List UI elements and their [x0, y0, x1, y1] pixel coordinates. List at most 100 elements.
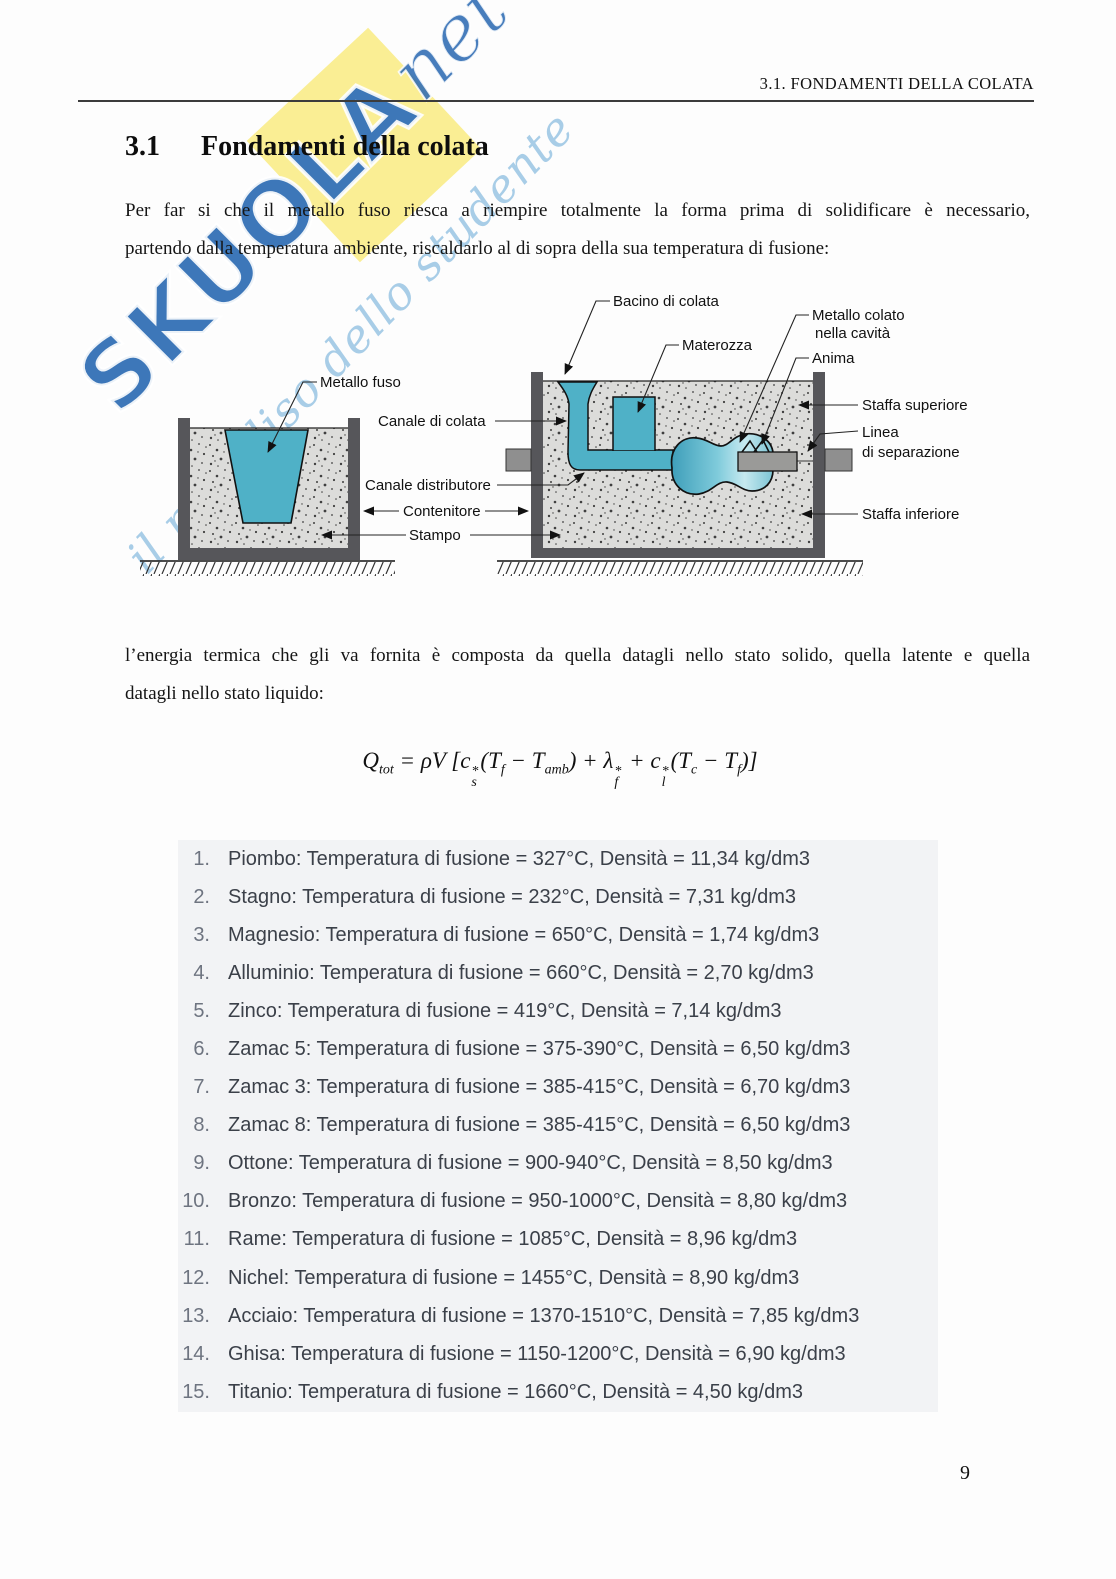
list-item-text: Ghisa: Temperatura di fusione = 1150-120…	[228, 1342, 846, 1365]
label-staffa-superiore: Staffa superiore	[862, 397, 968, 414]
formula-c2-supsub: *l	[661, 764, 669, 790]
ground-hatch-right	[497, 562, 863, 576]
riser-outline	[612, 396, 656, 451]
paragraph-line: datagli nello stato liquido:	[125, 682, 324, 704]
list-item-number: 15.	[182, 1380, 210, 1403]
list-item: 15. Titanio: Temperatura di fusione = 166…	[178, 1373, 938, 1411]
heat-formula: Qtot = ρV [c*s(Tf − Tamb) + λ*f + c*l(Tc…	[362, 748, 758, 790]
list-item-number: 3.	[193, 923, 210, 946]
running-head: 3.1. FONDAMENTI DELLA COLATA	[759, 74, 1034, 93]
list-item-number: 13.	[182, 1304, 210, 1327]
label-metallo-fuso: Metallo fuso	[320, 374, 401, 391]
list-item-number: 2.	[193, 885, 210, 908]
list-item-text: Ottone: Temperatura di fusione = 900-940…	[228, 1152, 833, 1175]
section-number: 3.1	[125, 131, 160, 162]
formula-t8: )]	[740, 748, 758, 773]
label-canale-distributore: Canale distributore	[365, 477, 491, 494]
list-item-text: Zamac 8: Temperatura di fusione = 385-41…	[228, 1114, 851, 1137]
right-mold-wall-right	[813, 372, 825, 558]
metal-properties-list: 1. Piombo: Temperatura di fusione = 327°C…	[178, 840, 938, 1412]
list-item: 1. Piombo: Temperatura di fusione = 327°C…	[178, 840, 938, 878]
formula-t4: ) + λ	[568, 748, 614, 773]
list-item-text: Acciaio: Temperatura di fusione = 1370-1…	[228, 1304, 860, 1327]
sprue-and-runner	[556, 381, 674, 471]
list-item: 5. Zinco: Temperatura di fusione = 419°C,…	[178, 992, 938, 1030]
label-staffa-inferiore: Staffa inferiore	[862, 506, 959, 523]
list-item: 9.Ottone: Temperatura di fusione = 900-9…	[178, 1145, 938, 1183]
header-rule	[78, 100, 1034, 102]
paragraph-line: partendo dalla temperatura ambiente, ris…	[125, 237, 830, 259]
list-item: 2. Stagno: Temperatura di fusione = 232°C…	[178, 878, 938, 916]
list-item-number: 5.	[193, 999, 210, 1022]
formula-c1: c	[460, 748, 471, 773]
page-number: 9	[960, 1462, 970, 1484]
list-item-text: Bronzo: Temperatura di fusione = 950-100…	[228, 1190, 848, 1213]
formula-q: Q	[362, 748, 380, 773]
right-mold-wall-left	[531, 372, 543, 558]
list-item-number: 1.	[193, 847, 210, 870]
paragraph-energy: l’energia termica che gli va fornita è c…	[125, 637, 1030, 712]
label-anima: Anima	[812, 350, 855, 367]
label-linea-2: di separazione	[862, 444, 960, 461]
list-item-text: Rame: Temperatura di fusione = 1085°C, D…	[228, 1228, 798, 1251]
paragraph-line: l’energia termica che gli va fornita è c…	[125, 645, 1030, 666]
leader-canale-distributore	[497, 472, 585, 486]
list-item: 12. Nichel: Temperatura di fusione = 1455…	[178, 1259, 938, 1297]
formula-c1-supsub: *s	[471, 764, 479, 790]
casting-diagram: Metallo fuso Canale di colata Canale dis…	[140, 293, 968, 576]
label-canale-di-colata: Canale di colata	[378, 413, 486, 430]
list-item: 8.Zamac 8: Temperatura di fusione = 385-…	[178, 1107, 938, 1145]
list-item-text: Nichel: Temperatura di fusione = 1455°C,…	[228, 1266, 800, 1289]
label-contenitore: Contenitore	[403, 503, 481, 520]
formula-lambda-supsub: *f	[614, 764, 622, 790]
left-mold-wall-right	[348, 418, 360, 560]
label-linea-1: Linea	[862, 424, 899, 441]
list-item-text: Zinco: Temperatura di fusione = 419°C, D…	[228, 999, 782, 1022]
list-item-number: 4.	[193, 961, 210, 984]
ground-hatch-left	[140, 562, 395, 576]
list-item: 11. Rame: Temperatura di fusione = 1085°C…	[178, 1221, 938, 1259]
list-item-text: Stagno: Temperatura di fusione = 232°C, …	[228, 885, 796, 908]
formula-t7: − T	[697, 748, 738, 773]
molten-metal-cavity	[224, 429, 309, 524]
list-item-text: Magnesio: Temperatura di fusione = 650°C…	[228, 923, 820, 946]
paragraph-line: Per far si che il metallo fuso riesca a …	[125, 200, 1030, 221]
left-mold-base	[178, 548, 360, 560]
leader-linea-separazione	[807, 430, 859, 452]
label-stampo: Stampo	[409, 527, 461, 544]
formula-q-sub: tot	[379, 762, 394, 778]
leader-metallo-fuso	[267, 381, 317, 453]
list-item-number: 6.	[193, 1038, 210, 1061]
list-item: 14. Ghisa: Temperatura di fusione = 1150-…	[178, 1335, 938, 1373]
leader-materozza	[637, 344, 679, 413]
list-item-text: Piombo: Temperatura di fusione = 327°C, …	[228, 847, 811, 870]
section-title-text: Fondamenti della colata	[201, 131, 489, 162]
leader-metallo-colato	[739, 314, 809, 443]
list-item-number: 12.	[182, 1266, 210, 1289]
left-mold-wall-left	[178, 418, 190, 560]
leader-bacino	[564, 300, 610, 375]
core	[737, 451, 798, 472]
leader-anima	[761, 357, 809, 445]
list-item-number: 7.	[193, 1076, 210, 1099]
list-item-number: 11.	[183, 1228, 210, 1251]
formula-t2: (T	[480, 748, 501, 773]
list-item-text: Alluminio: Temperatura di fusione = 660°…	[228, 961, 814, 984]
riser-fill	[613, 397, 655, 450]
section-title: 3.1 Fondamenti della colata	[125, 131, 489, 163]
left-mold	[140, 418, 395, 576]
list-item-text: Titanio: Temperatura di fusione = 1660°C…	[228, 1380, 803, 1403]
flask-pin-left	[505, 448, 532, 472]
label-metallo-colato-1: Metallo colato	[812, 307, 905, 324]
list-item-number: 10.	[182, 1190, 210, 1213]
list-item: 10. Bronzo: Temperatura di fusione = 950-…	[178, 1183, 938, 1221]
list-item: 4. Alluminio: Temperatura di fusione = 66…	[178, 954, 938, 992]
formula-t6: (T	[670, 748, 692, 773]
figure-labels: Metallo fuso Canale di colata Canale dis…	[320, 293, 968, 544]
formula-t5: + c	[623, 748, 661, 773]
list-item: 13. Acciaio: Temperatura di fusione = 137…	[178, 1297, 938, 1335]
list-item-number: 14.	[182, 1342, 210, 1365]
list-item: 7.Zamac 3: Temperatura di fusione = 385-…	[178, 1069, 938, 1107]
flask-pin-right	[824, 448, 853, 472]
